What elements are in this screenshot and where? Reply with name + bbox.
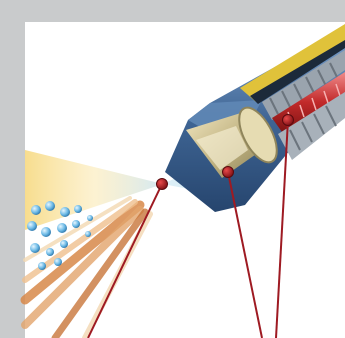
- leader-dot-cone: [223, 167, 234, 178]
- leader-dot-spray: [157, 179, 168, 190]
- leader-dot-core: [283, 115, 294, 126]
